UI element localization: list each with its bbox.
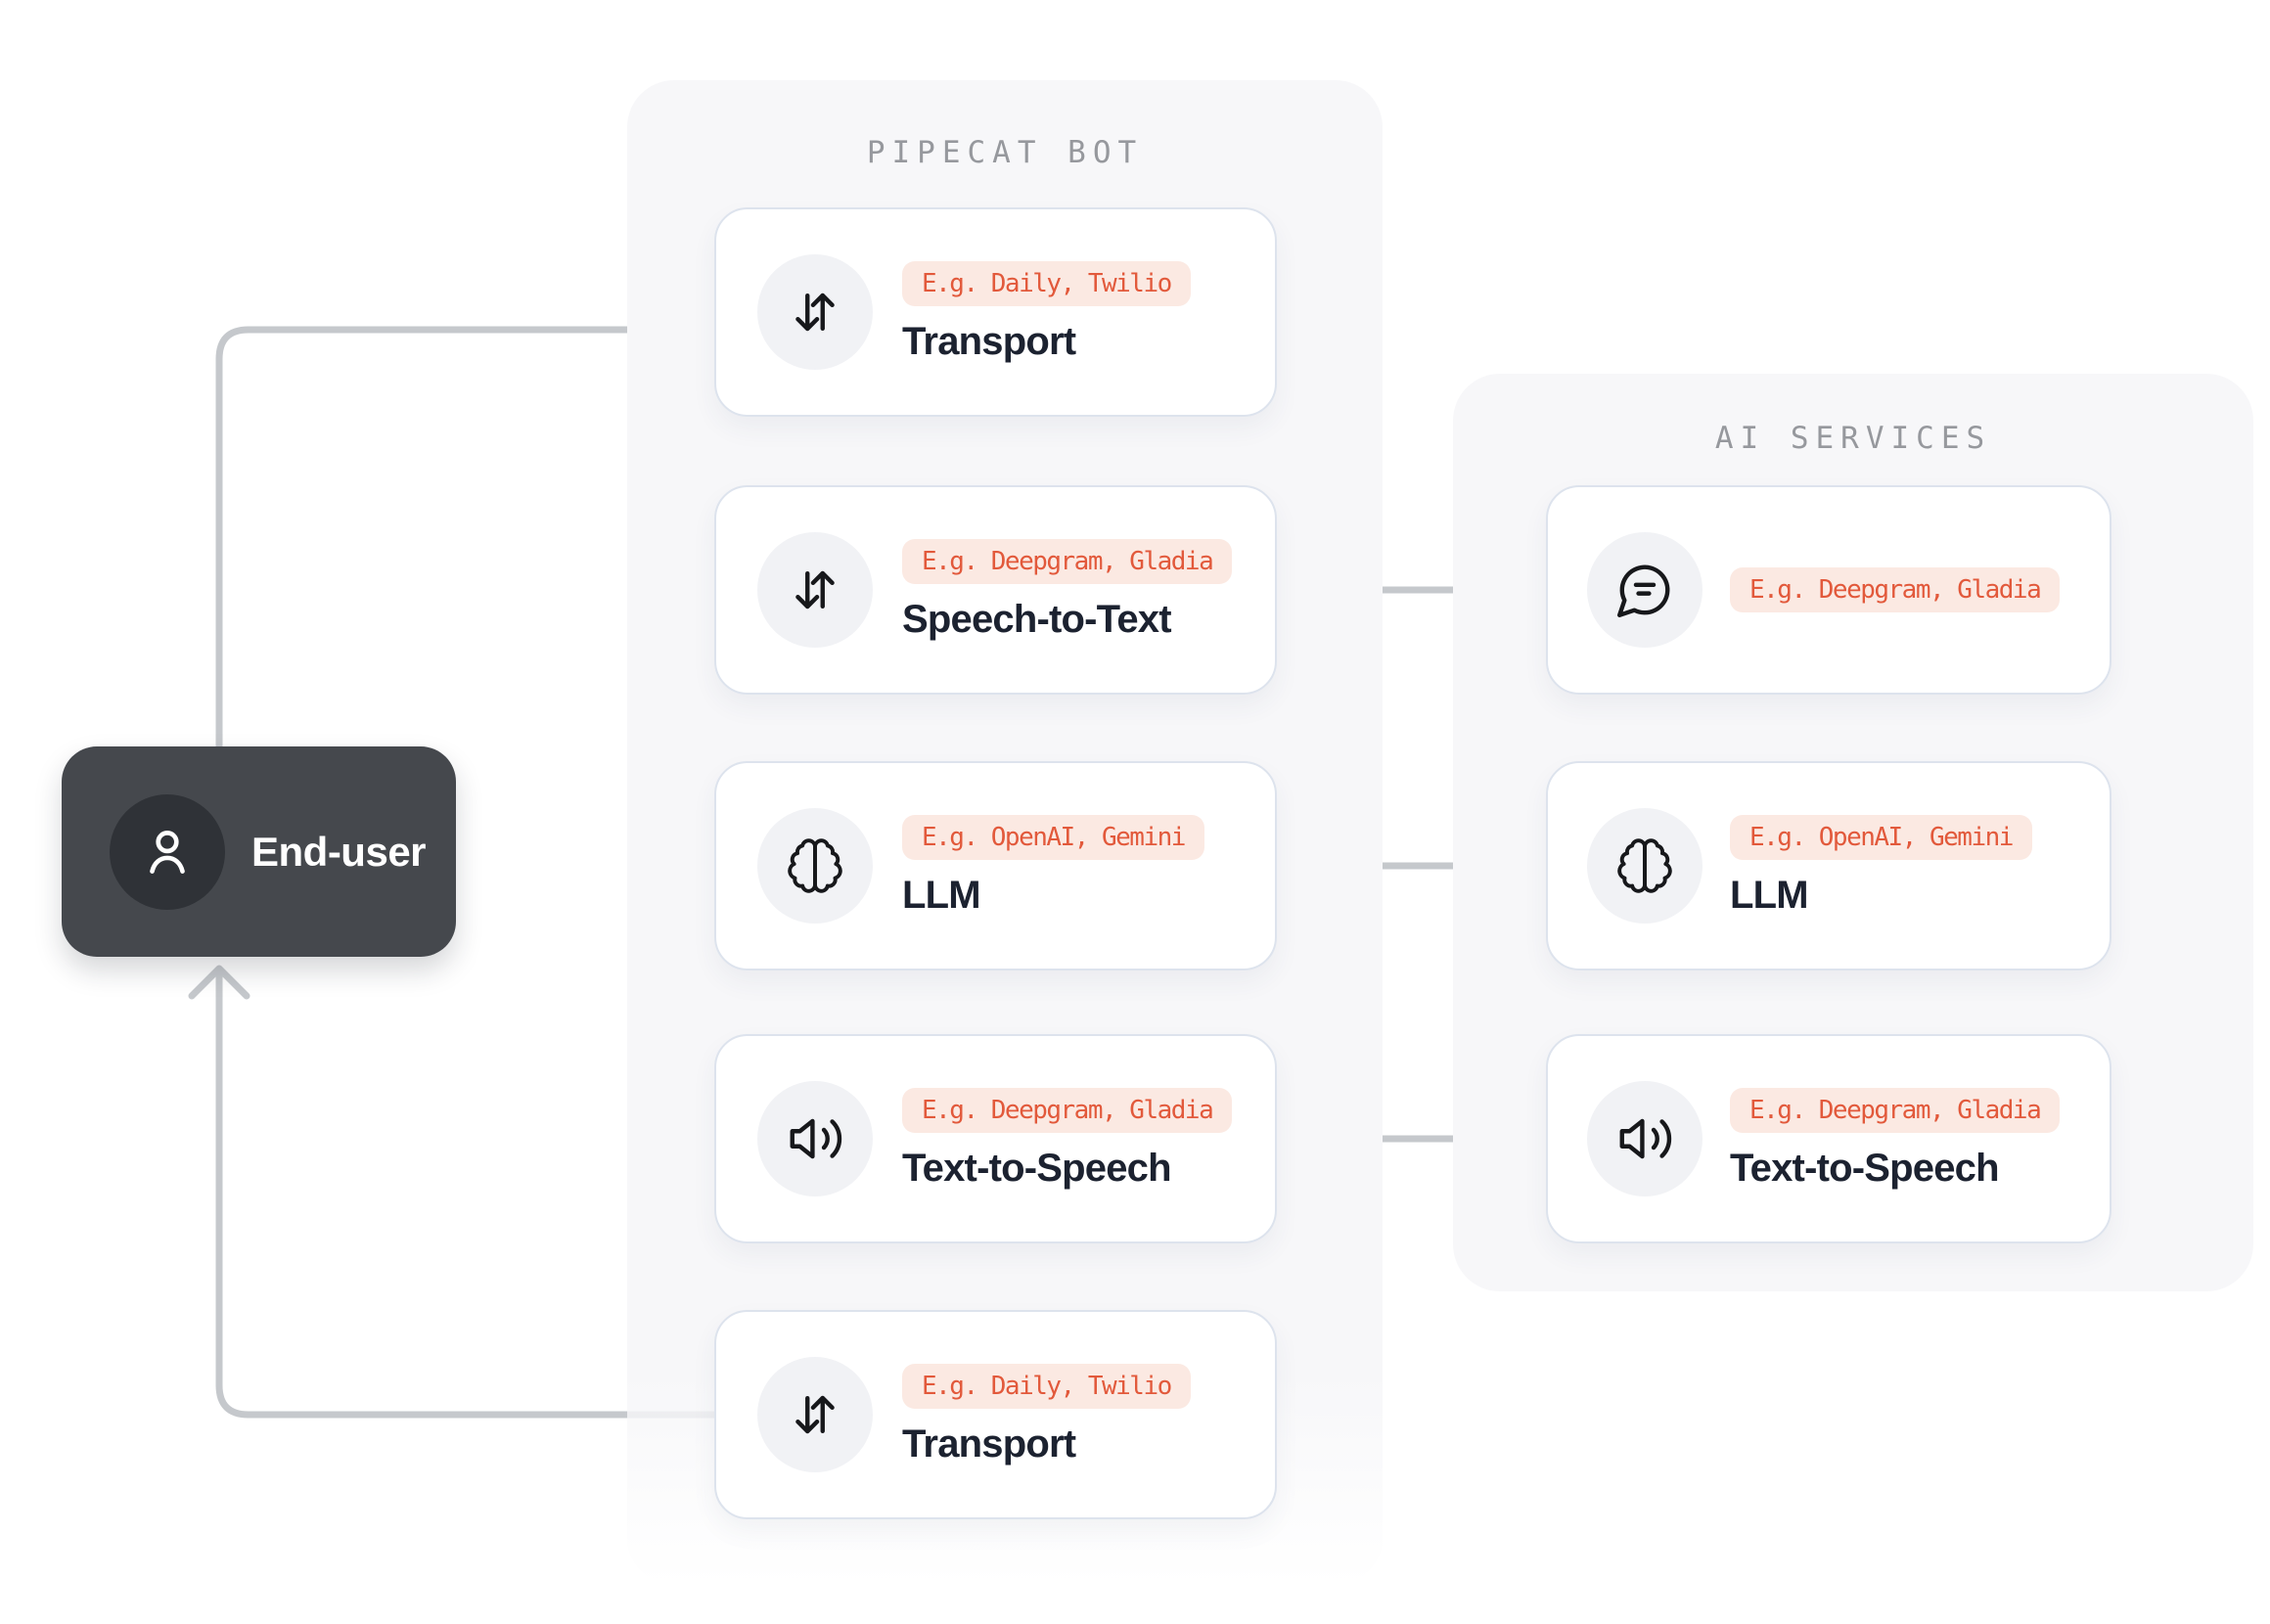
end-user-node: End-user [62,746,456,957]
card-title: LLM [902,873,981,917]
ai-services-panel-title: AI SERVICES [1714,421,1992,456]
card-text-to-speech: E.g. Deepgram, Gladia Text-to-Speech [714,1034,1277,1243]
card-llm-service: E.g. OpenAI, Gemini LLM [1546,761,2111,970]
card-tts-service: E.g. Deepgram, Gladia Text-to-Speech [1546,1034,2111,1243]
examples-badge: E.g. Daily, Twilio [902,1363,1191,1409]
examples-badge: E.g. OpenAI, Gemini [1730,814,2032,860]
speaker-icon [757,1081,873,1196]
updown-arrows-icon [757,254,873,370]
pipecat-bot-panel-title: PIPECAT BOT [866,135,1144,170]
updown-arrows-icon [757,532,873,648]
card-llm: E.g. OpenAI, Gemini LLM [714,761,1277,970]
examples-badge: E.g. OpenAI, Gemini [902,814,1204,860]
speech-bubble-icon [1587,532,1702,648]
examples-badge: E.g. Daily, Twilio [902,260,1191,306]
card-title: Text-to-Speech [902,1146,1172,1190]
card-title: Transport [902,319,1076,363]
updown-arrows-icon [757,1357,873,1472]
speaker-icon [1587,1081,1702,1196]
card-transport-in: E.g. Daily, Twilio Transport [714,207,1277,417]
card-transport-out: E.g. Daily, Twilio Transport [714,1310,1277,1519]
end-user-label: End-user [251,828,427,875]
examples-badge: E.g. Deepgram, Gladia [1730,1087,2061,1133]
examples-badge: E.g. Deepgram, Gladia [902,1087,1233,1133]
card-title: LLM [1730,873,1809,917]
card-speech-to-text: E.g. Deepgram, Gladia Speech-to-Text [714,485,1277,695]
brain-icon [1587,808,1702,924]
brain-icon [757,808,873,924]
card-title: Transport [902,1421,1076,1466]
person-icon [110,794,225,910]
card-stt-service: E.g. Deepgram, Gladia [1546,485,2111,695]
card-title: Speech-to-Text [902,597,1172,641]
card-title: Text-to-Speech [1730,1146,2000,1190]
examples-badge: E.g. Deepgram, Gladia [902,538,1233,584]
examples-badge: E.g. Deepgram, Gladia [1730,567,2061,612]
